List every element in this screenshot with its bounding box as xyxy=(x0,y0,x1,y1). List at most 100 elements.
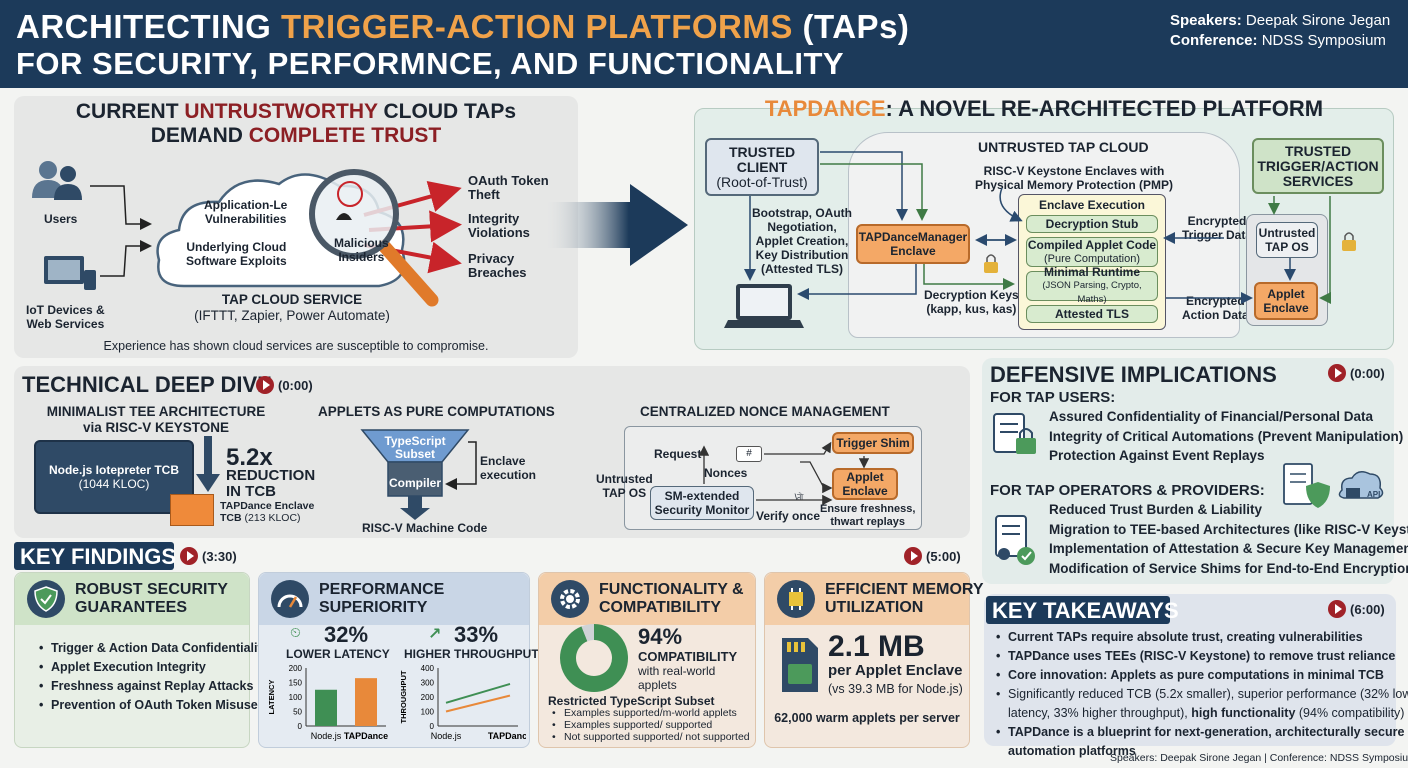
pie-slice xyxy=(560,624,628,692)
memory-per-label: per Applet Enclave xyxy=(828,662,963,679)
deep-dive-time: (0:00) xyxy=(278,378,313,393)
users-icon xyxy=(32,161,82,200)
y-tick-label: 150 xyxy=(289,679,303,688)
takeaway-item: Core innovation: Applets as pure computa… xyxy=(996,666,1408,685)
compiled-code-box: Compiled Applet Code(Pure Computation) xyxy=(1026,237,1158,267)
trusted-client-box: TRUSTED CLIENT(Root-of-Trust) xyxy=(705,138,819,196)
takeaways-title: KEY TAKEAWAYS xyxy=(992,598,1179,623)
operators-section-title: FOR TAP OPERATORS & PROVIDERS: xyxy=(990,482,1265,499)
throughput-percent: 33% xyxy=(454,622,499,647)
transition-arrow xyxy=(540,184,688,266)
decryption-keys-label: Decryption Keys (kapp, kus, kas) xyxy=(924,288,1019,316)
tap-tcb-label: TAPDance Enclave TCB (213 KLOC) xyxy=(220,500,315,524)
laptop-icon xyxy=(724,284,804,328)
service-sub-label: (IFTTT, Zapier, Power Automate) xyxy=(194,308,390,323)
app-vuln-label: Application-Le Vulnerabilities xyxy=(204,198,288,226)
threat-integrity-label: Integrity Violations xyxy=(468,211,530,240)
ensure-label: Ensure freshness, thwart replays xyxy=(820,503,916,528)
defensive-time: (0:00) xyxy=(1350,366,1385,381)
defensive-panel xyxy=(982,358,1394,584)
performance-card-title: PERFORMANCE SUPERIORITY xyxy=(319,581,445,616)
nonce-applet-box: Applet Enclave xyxy=(832,468,898,500)
compatibility-pie-chart xyxy=(560,624,628,692)
play-icon[interactable] xyxy=(180,547,198,565)
document-lock-icon xyxy=(993,413,1036,454)
gear-icon xyxy=(551,580,589,618)
security-item: Trigger & Action Data Confidentiality xyxy=(39,639,269,658)
findings-time-2: (5:00) xyxy=(926,549,961,564)
riscv-label: RISC-V Keystone Enclaves with Physical M… xyxy=(975,164,1174,192)
play-icon[interactable] xyxy=(1328,364,1346,382)
security-monitor-box: SM-extended Security Monitor xyxy=(650,486,754,520)
y-axis-label: THROUGHPUT xyxy=(399,670,408,723)
cloud-diagram xyxy=(32,161,462,307)
compiler-label: Compiler xyxy=(388,476,441,490)
subset-list: Examples supported/m-world applets Examp… xyxy=(552,707,750,743)
pure-comp-title: APPLETS AS PURE COMPUTATIONS xyxy=(318,404,555,419)
takeaway-item: Significantly reduced TCB (5.2x smaller)… xyxy=(996,685,1408,723)
play-icon[interactable] xyxy=(256,376,274,394)
iot-devices-icon xyxy=(44,256,96,290)
compat-percent: 94% xyxy=(638,624,683,649)
tapdance-title: TAPDANCE: A NOVEL RE-ARCHITECTED PLATFOR… xyxy=(764,96,1324,121)
y-tick-label: 50 xyxy=(293,708,302,717)
performance-card: PERFORMANCE SUPERIORITY xyxy=(258,572,530,748)
trend-up-icon: ↗ xyxy=(428,626,442,643)
implication-item: Assured Confidentiality of Financial/Per… xyxy=(1049,409,1374,424)
takeaway-item: TAPDance uses TEEs (RISC-V Keystone) to … xyxy=(996,647,1408,666)
nonce-token-2: \ਗੇ xyxy=(794,492,804,502)
decryption-stub-box: Decryption Stub xyxy=(1026,215,1158,233)
speaker-info: Speakers: Deepak Sirone Jegan Conference… xyxy=(1170,12,1391,49)
cloud-panel-title: CURRENT UNTRUSTWORTHY CLOUD TAPs DEMAND … xyxy=(75,100,517,147)
throughput-label: HIGHER THROUGHPUT xyxy=(404,647,539,661)
header-banner xyxy=(0,0,1408,88)
subset-title: Restricted TypeScript Subset xyxy=(548,694,715,708)
compat-label: COMPATIBILITY xyxy=(638,649,738,664)
play-icon[interactable] xyxy=(904,547,922,565)
defensive-title: DEFENSIVE IMPLICATIONS xyxy=(990,362,1277,387)
warm-applets-label: 62,000 warm applets per server xyxy=(774,711,960,725)
takeaways-time: (6:00) xyxy=(1350,602,1385,617)
series-line xyxy=(445,682,511,704)
operator-implications: Reduced Trust Burden & Liability Migrati… xyxy=(1049,500,1408,578)
enclave-exec-title: Enclave Execution xyxy=(1038,198,1146,212)
y-tick-label: 300 xyxy=(421,679,435,688)
memory-card-title: EFFICIENT MEMORY UTILIZATION xyxy=(825,581,984,616)
latency-percent: 32% xyxy=(324,622,369,647)
implication-item: Integrity of Critical Automations (Preve… xyxy=(1049,428,1404,444)
deep-dive-title: TECHNICAL DEEP DIVE xyxy=(22,372,272,397)
bootstrap-label: Bootstrap, OAuth Negotiation, Applet Cre… xyxy=(752,206,852,276)
y-tick-label: 200 xyxy=(421,693,435,702)
trusted-services-box: TRUSTED TRIGGER/ACTION SERVICES xyxy=(1252,138,1384,194)
reduction-factor: 5.2x xyxy=(226,444,273,471)
takeaway-item: TAPDance is a blueprint for next-generat… xyxy=(996,723,1408,761)
takeaways-list: Current TAPs require absolute trust, cre… xyxy=(996,628,1408,761)
nonce-title: CENTRALIZED NONCE MANAGEMENT xyxy=(640,404,890,419)
implication-item: Modification of Service Shims for End-to… xyxy=(1049,560,1408,576)
security-item: Prevention of OAuth Token Misuse xyxy=(39,696,269,715)
manager-enclave-box: TAPDanceManager Enclave xyxy=(856,224,970,264)
reduction-label: REDUCTION IN TCB xyxy=(226,467,316,500)
sd-card-icon xyxy=(782,638,818,692)
untrusted-os-box: Untrusted TAP OS xyxy=(1256,222,1318,258)
y-tick-label: 0 xyxy=(430,722,435,731)
play-icon[interactable] xyxy=(1328,600,1346,618)
api-label: API xyxy=(1367,490,1381,499)
y-tick-label: 200 xyxy=(289,664,303,673)
x-tick-label: TAPDance xyxy=(344,731,388,741)
users-section-title: FOR TAP USERS: xyxy=(990,389,1116,406)
verify-once-label: Verify once xyxy=(756,509,821,523)
doc-shield-cloud-icon xyxy=(1283,463,1384,508)
down-arrow-icon xyxy=(196,436,220,492)
pie-slice xyxy=(581,624,595,642)
takeaways-banner xyxy=(986,596,1170,624)
nonce-arrows xyxy=(698,441,870,506)
cloud-exploits-label: Underlying Cloud Software Exploits xyxy=(186,240,287,268)
y-tick-label: 100 xyxy=(421,708,435,717)
machine-code-label: RISC-V Machine Code xyxy=(362,521,488,535)
request-label: Request xyxy=(654,447,702,461)
node-tcb-box: Node.js Iotepreter TCB(1044 KLOC) xyxy=(34,440,194,514)
title-line-1: ARCHITECTING TRIGGER-ACTION PLATFORMS (T… xyxy=(16,8,910,45)
tapdance-arrows xyxy=(724,151,1356,328)
